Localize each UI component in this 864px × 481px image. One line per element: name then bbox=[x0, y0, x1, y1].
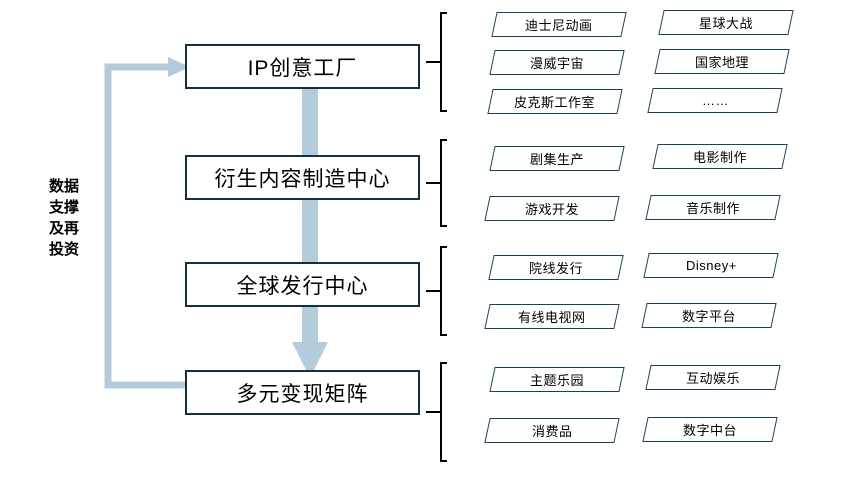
stage-title: 全球发行中心 bbox=[236, 274, 369, 298]
bracket-cap-bottom bbox=[440, 110, 447, 112]
bracket-tick bbox=[426, 411, 440, 413]
chip-label: 皮克斯工作室 bbox=[514, 95, 596, 110]
chip-item[interactable]: 漫威宇宙 bbox=[489, 50, 625, 75]
stage-box-global-distribution-center[interactable]: 全球发行中心 bbox=[185, 262, 420, 307]
chip-item[interactable]: 皮克斯工作室 bbox=[487, 89, 623, 114]
chip-label: 剧集生产 bbox=[529, 152, 584, 167]
feedback-loop-arrow bbox=[104, 57, 190, 389]
chip-label: 漫威宇宙 bbox=[529, 56, 584, 71]
chip-item[interactable]: 迪士尼动画 bbox=[491, 12, 627, 37]
bracket-cap-top bbox=[440, 246, 447, 248]
bracket-cap-bottom bbox=[440, 334, 447, 336]
chip-label: 星球大战 bbox=[698, 16, 753, 31]
chip-label: 游戏开发 bbox=[524, 202, 579, 217]
chip-item[interactable]: 消费品 bbox=[484, 418, 620, 443]
stage-box-derivative-content-center[interactable]: 衍生内容制造中心 bbox=[185, 155, 420, 200]
stage-box-monetization-matrix[interactable]: 多元变现矩阵 bbox=[185, 370, 420, 415]
feedback-loop-path bbox=[104, 63, 190, 389]
chip-label: 消费品 bbox=[531, 424, 573, 439]
chip-label: 国家地理 bbox=[694, 55, 749, 70]
chip-label: 院线发行 bbox=[528, 261, 583, 276]
chip-item[interactable]: 主题乐园 bbox=[489, 367, 625, 392]
bracket-bar bbox=[440, 246, 442, 336]
bracket-bar bbox=[440, 12, 442, 112]
chip-label: …… bbox=[701, 93, 729, 108]
chip-item[interactable]: 剧集生产 bbox=[489, 146, 625, 171]
stage-box-ip-creative-factory[interactable]: IP创意工厂 bbox=[185, 44, 420, 89]
group-bracket-1 bbox=[426, 12, 448, 112]
chip-item[interactable]: 有线电视网 bbox=[484, 304, 620, 329]
chip-label: 主题乐园 bbox=[529, 373, 584, 388]
bracket-bar bbox=[440, 139, 442, 227]
chip-item[interactable]: 互动娱乐 bbox=[645, 365, 781, 390]
bracket-bar bbox=[440, 362, 442, 462]
group-bracket-3 bbox=[426, 246, 448, 336]
chip-item[interactable]: 音乐制作 bbox=[645, 195, 781, 220]
chip-item[interactable]: 数字平台 bbox=[641, 303, 777, 328]
feedback-label: 数据 支撑 及再 投资 bbox=[48, 178, 79, 258]
bracket-cap-bottom bbox=[440, 225, 447, 227]
bracket-cap-top bbox=[440, 12, 447, 14]
chip-label: 数字平台 bbox=[681, 309, 736, 324]
stage-title: 多元变现矩阵 bbox=[236, 382, 369, 406]
bracket-cap-bottom bbox=[440, 460, 447, 462]
chip-item[interactable]: …… bbox=[647, 88, 783, 113]
chip-item[interactable]: 国家地理 bbox=[654, 49, 790, 74]
chip-item[interactable]: 游戏开发 bbox=[484, 196, 620, 221]
bracket-cap-top bbox=[440, 362, 447, 364]
stage-title: 衍生内容制造中心 bbox=[214, 167, 391, 191]
chip-label: 互动娱乐 bbox=[685, 371, 740, 386]
chip-label: 有线电视网 bbox=[518, 310, 586, 325]
stage-title: IP创意工厂 bbox=[247, 56, 358, 80]
main-flow-arrow bbox=[292, 86, 328, 378]
chip-label: 数字中台 bbox=[682, 423, 737, 438]
chip-item[interactable]: 院线发行 bbox=[488, 255, 624, 280]
chip-label: 音乐制作 bbox=[685, 201, 740, 216]
chip-item[interactable]: Disney+ bbox=[643, 253, 779, 278]
group-bracket-2 bbox=[426, 139, 448, 227]
bracket-cap-top bbox=[440, 139, 447, 141]
chip-label: 电影制作 bbox=[692, 150, 747, 165]
bracket-tick bbox=[426, 182, 440, 184]
bracket-tick bbox=[426, 61, 440, 63]
chip-item[interactable]: 数字中台 bbox=[642, 417, 778, 442]
chip-label: 迪士尼动画 bbox=[525, 18, 593, 33]
bracket-tick bbox=[426, 290, 440, 292]
chip-label: Disney+ bbox=[685, 258, 737, 273]
chip-item[interactable]: 电影制作 bbox=[652, 144, 788, 169]
chip-item[interactable]: 星球大战 bbox=[658, 10, 794, 35]
group-bracket-4 bbox=[426, 362, 448, 462]
